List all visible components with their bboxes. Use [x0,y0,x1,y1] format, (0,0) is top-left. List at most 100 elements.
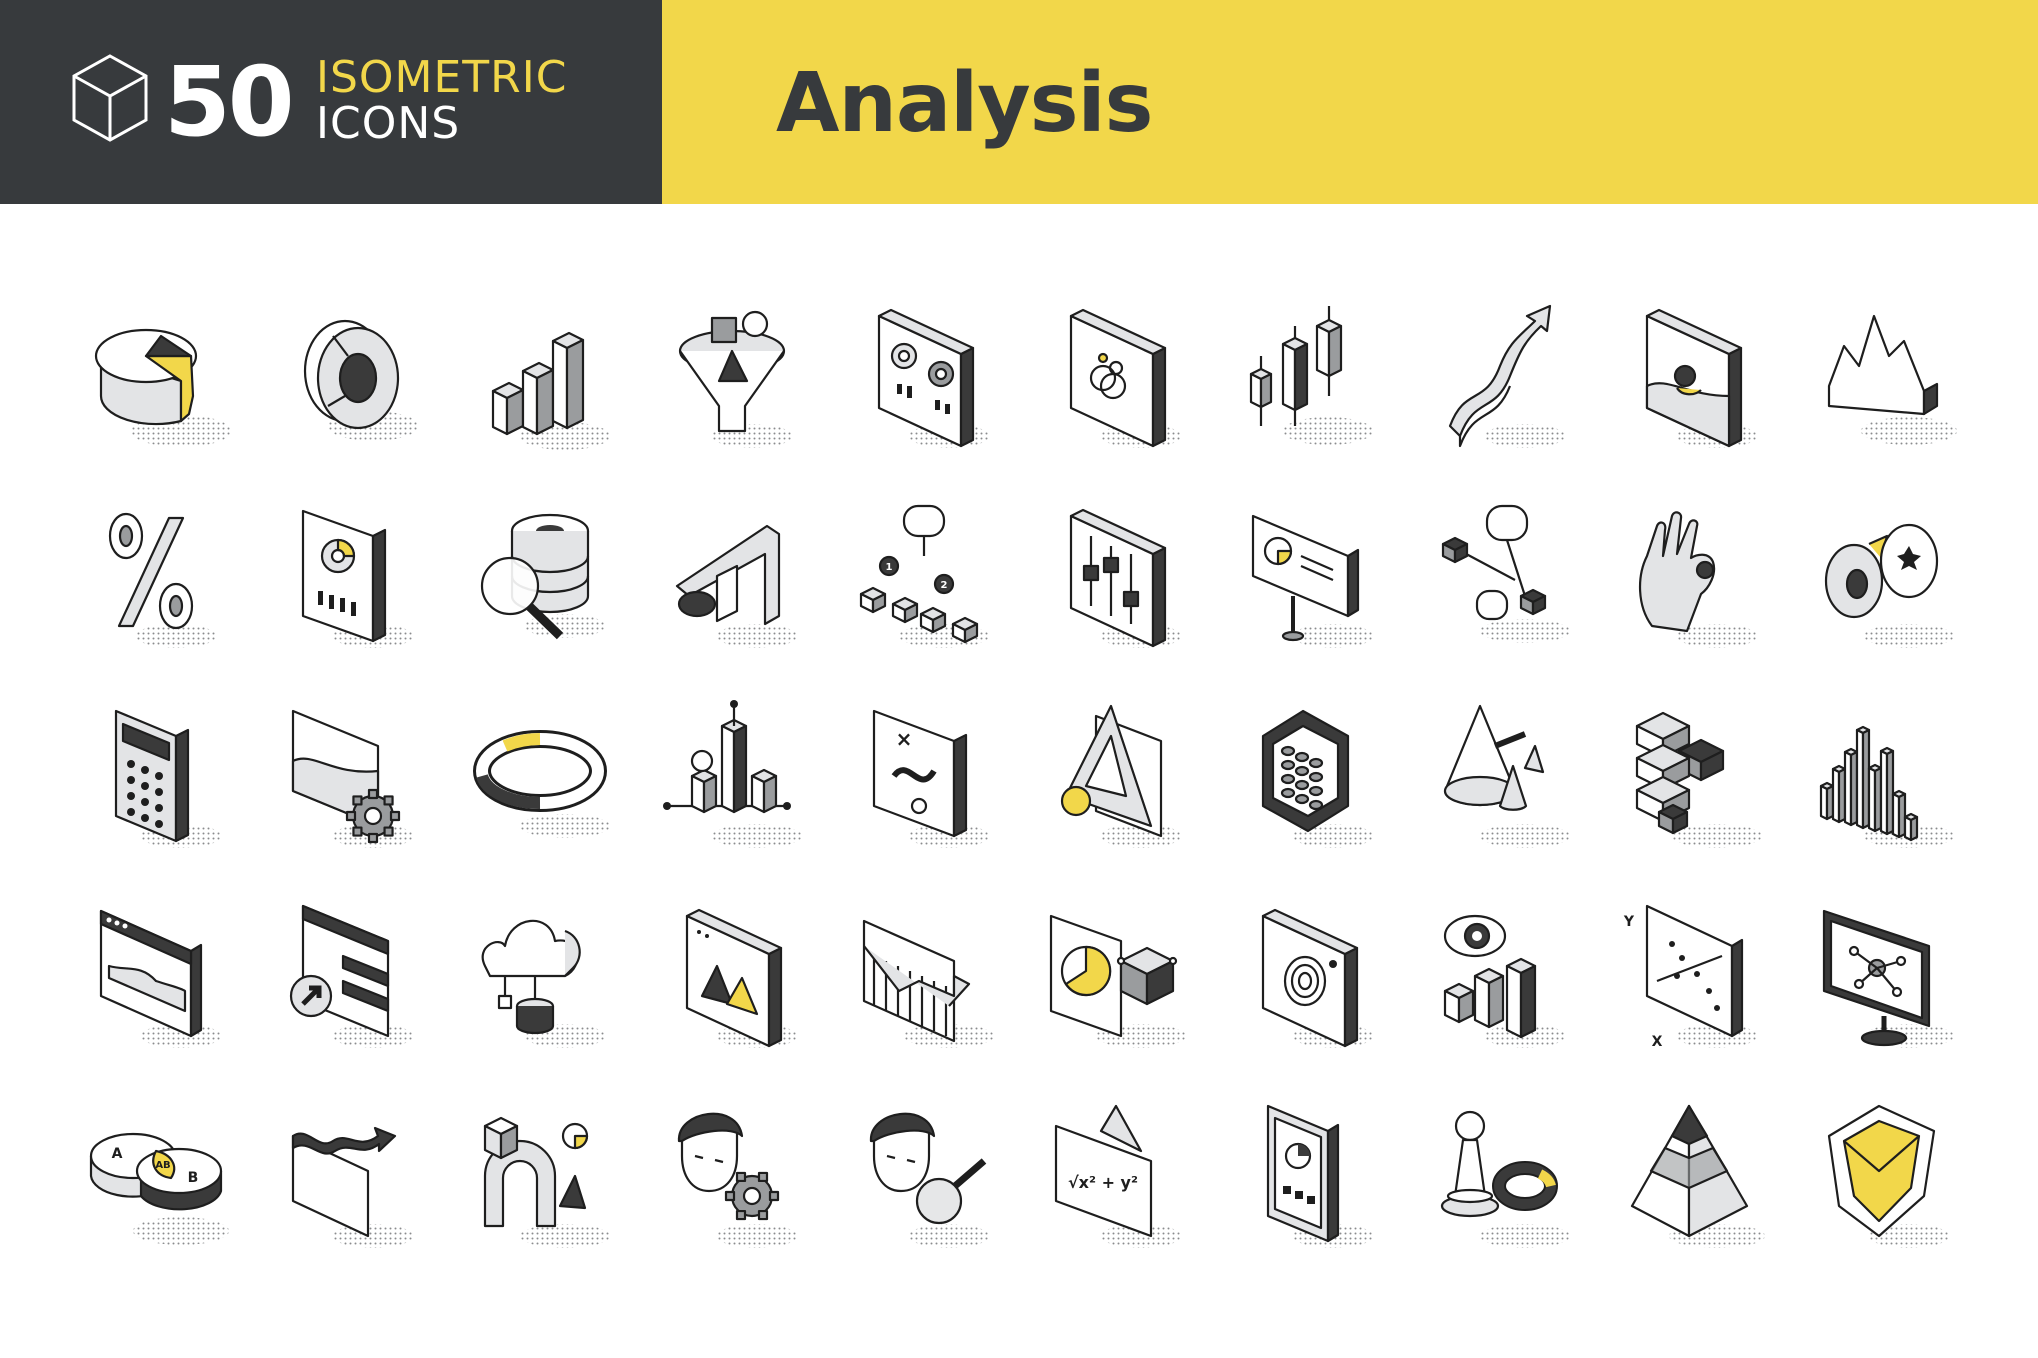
cloud-database-icon [481,919,605,1048]
percent-icon [108,512,216,648]
icon-cell [636,680,828,880]
equalizer-sliders-icon [1069,508,1181,648]
icon-cell [444,1080,636,1280]
icon-cell [252,280,444,480]
strategy-path-icon: × [872,709,989,848]
wave-chart-panel-icon [1645,308,1757,448]
icon-grid: 1 2 [60,280,1980,1340]
icon-cell [252,480,444,680]
histogram-icon [1819,725,1954,848]
hand-gesture-icon [1638,511,1757,648]
ruler-document-icon [1060,704,1181,848]
formula-text: √x² + y² [1068,1173,1138,1192]
icon-cell [1020,280,1212,480]
icon-cell [636,280,828,480]
venn-label-ab: AB [155,1160,170,1171]
growth-arrow-icon [1448,304,1565,448]
eye-bars-icon [1443,914,1565,1048]
icon-cell [1788,680,1980,880]
svg-text:×: × [896,727,913,751]
icon-cell [60,880,252,1080]
icon-cell: 1 2 [828,480,1020,680]
icon-cell [1596,680,1788,880]
icon-cell [1596,1080,1788,1280]
funnel-icon [678,310,792,448]
icon-cell [1212,1080,1404,1280]
icon-cell [828,280,1020,480]
flow-step-2: 2 [941,580,948,591]
icon-cell [444,280,636,480]
venn-label-b: B [188,1170,199,1186]
icon-cell [1788,1080,1980,1280]
report-document-icon [301,509,413,648]
icon-cell [1788,280,1980,480]
dashboard-panel-icon [877,308,989,448]
icon-cell [1212,880,1404,1080]
chart-settings-icon [291,709,413,848]
subtitle-icons: ICONS [316,98,461,149]
icon-cell: A AB B [60,1080,252,1280]
pie-chart-icon [94,328,231,447]
flow-step-1: 1 [886,562,893,573]
icon-cell [1404,880,1596,1080]
icon-cell [444,680,636,880]
person-gear-icon [677,1112,797,1248]
header-title-block [662,0,2038,204]
icon-cell [1404,1080,1596,1280]
bar-chart-rising-icon [491,331,610,450]
trend-down-chart-icon [862,919,994,1048]
venn-board-icon [1069,308,1181,448]
database-search-icon [480,513,605,640]
cycle-ring-icon [473,730,610,838]
stacked-blocks-icon [1635,711,1762,848]
header-brand-block: 50 ISOMETRIC ICONS [0,0,662,204]
icon-cell [636,480,828,680]
chess-pawn-icon [1440,1110,1570,1248]
cone-shapes-icon [1443,704,1570,848]
icon-cell [1788,480,1980,680]
mountain-area-chart-icon [1827,314,1957,445]
network-monitor-icon [1822,909,1954,1048]
icon-cell [252,880,444,1080]
icon-cell [1404,680,1596,880]
scatter-x-label: X [1652,1034,1663,1050]
mobile-chart-icon [1266,1104,1373,1248]
icon-cell [828,880,1020,1080]
icon-cell [1212,480,1404,680]
venn-diagram-icon: A AB B [89,1132,229,1245]
icon-cell [1020,880,1212,1080]
icon-cell [1596,480,1788,680]
icon-cell [1596,280,1788,480]
pie-cube-icon [1049,914,1186,1048]
calculator-icon [114,709,221,848]
math-formula-icon: √x² + y² [1054,1104,1181,1248]
gem-icon [1827,1104,1949,1248]
page-title: Analysis [776,56,1153,151]
icon-cell [60,480,252,680]
caliper-icon [675,524,797,648]
browser-graph-icon [99,909,221,1048]
presentation-board-icon [1251,514,1373,648]
scatter-y-label: Y [1623,914,1635,930]
icon-cell: Y X [1596,880,1788,1080]
icon-count: 50 [164,46,295,158]
icon-cell [828,1080,1020,1280]
icon-cell [252,680,444,880]
image-panel-icon [685,908,797,1048]
radar-scan-icon [1261,908,1373,1048]
icon-cell [1212,280,1404,480]
icon-cell: √x² + y² [1020,1080,1212,1280]
abacus-icon [1261,709,1373,848]
icon-cell [1020,480,1212,680]
subtitle-isometric: ISOMETRIC [316,52,568,103]
spreadsheet-arrow-icon [289,904,413,1048]
icon-cell [1788,880,1980,1080]
pyramid-icon [1630,1104,1765,1248]
icon-cell [636,880,828,1080]
icon-cell [60,680,252,880]
zigzag-arrow-icon [291,1126,413,1248]
icon-cell [1020,680,1212,880]
icon-cell [252,1080,444,1280]
disc-segments-icon [1824,523,1954,648]
icon-cell [1212,680,1404,880]
